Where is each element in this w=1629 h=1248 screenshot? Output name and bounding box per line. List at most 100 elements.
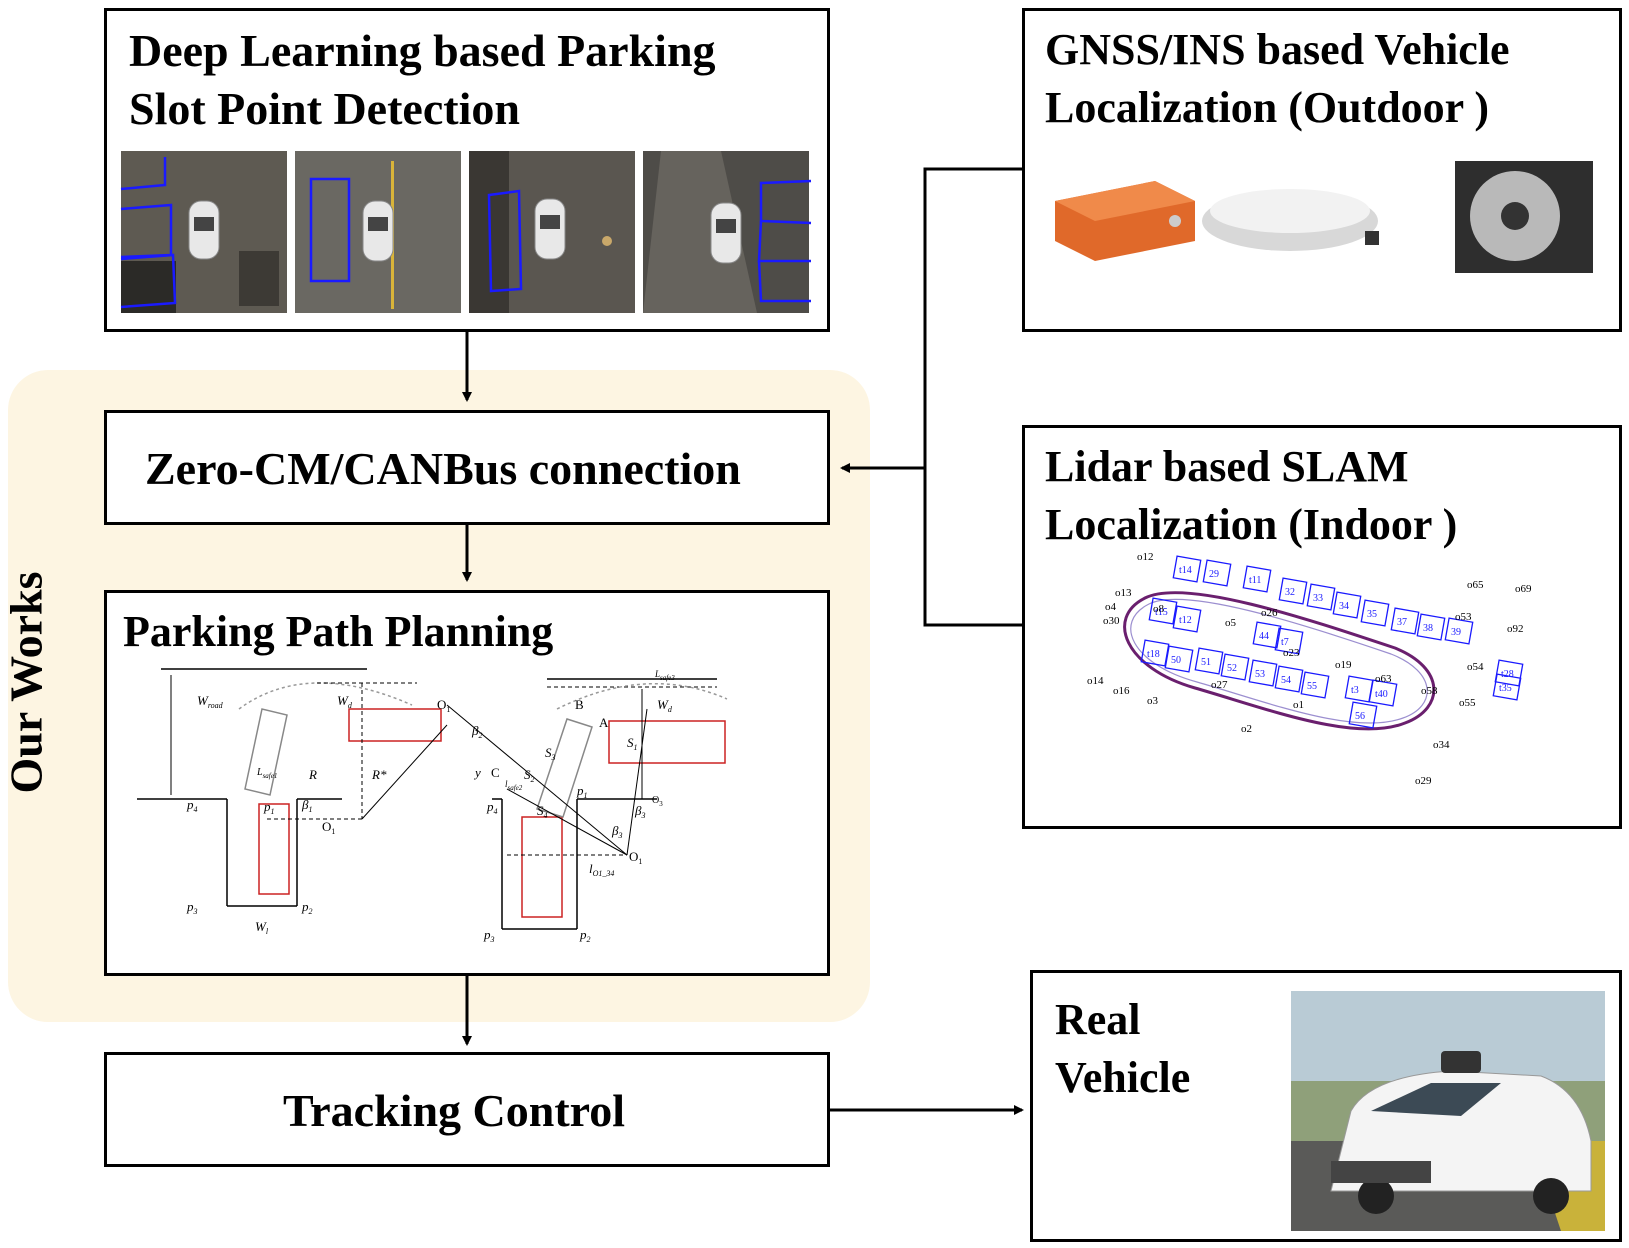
slam-point-label: o12 bbox=[1137, 551, 1154, 563]
slam-slot: 44 bbox=[1252, 621, 1282, 649]
slam-slot-label: 56 bbox=[1355, 711, 1365, 722]
slam-slot-label: 35 bbox=[1367, 609, 1377, 620]
slam-point-label: o4 bbox=[1105, 601, 1117, 613]
slam-slot: 37 bbox=[1390, 607, 1420, 635]
slam-slot: 54 bbox=[1274, 665, 1304, 693]
right-o3-label: O3 bbox=[652, 795, 663, 808]
slam-slot-label: 50 bbox=[1171, 655, 1181, 666]
slam-slot-label: t12 bbox=[1179, 615, 1192, 626]
right-beta3b-label: β3 bbox=[611, 823, 622, 840]
slam-point-label: o63 bbox=[1375, 673, 1392, 685]
slam-point-label: o29 bbox=[1415, 775, 1432, 787]
slam-point-label: o23 bbox=[1283, 647, 1300, 659]
slam-slot-label: 38 bbox=[1423, 623, 1433, 634]
left-o1-label: O1 bbox=[322, 819, 335, 836]
vehicle-photo bbox=[1291, 991, 1605, 1231]
left-planning-diagram bbox=[137, 668, 448, 907]
slam-point-label: o3 bbox=[1147, 695, 1159, 707]
gnss-box: GNSS/INS based Vehicle Localization (Out… bbox=[1022, 8, 1622, 332]
right-s2-label: S2 bbox=[524, 767, 535, 784]
slam-slot-label: 54 bbox=[1281, 675, 1291, 686]
slam-slot: 53 bbox=[1248, 659, 1278, 687]
slam-slot: 35 bbox=[1360, 599, 1390, 627]
right-s1-label: S1 bbox=[627, 735, 638, 752]
slam-slot-label: 32 bbox=[1285, 587, 1295, 598]
tracking-label: Tracking Control bbox=[283, 1085, 626, 1136]
line-gnss-branch bbox=[923, 167, 1022, 627]
slam-point-label: o65 bbox=[1467, 579, 1484, 591]
slam-point-label: o2 bbox=[1241, 723, 1252, 735]
detection-box: Deep Learning based Parking Slot Point D… bbox=[104, 8, 830, 332]
detection-title-line2: Slot Point Detection bbox=[129, 83, 520, 134]
slam-point-label: o53 bbox=[1455, 611, 1472, 623]
parking-slot-images bbox=[120, 151, 812, 313]
slam-slot-label: t15 bbox=[1155, 607, 1168, 618]
slam-slot: 38 bbox=[1416, 613, 1446, 641]
vehicle-box: Real Vehicle bbox=[1030, 970, 1622, 1242]
path-planning-diagrams: Wroad Wd R R* p4 p1 β1 Lsafe1 O1 p3 p2 W… bbox=[137, 668, 728, 944]
slam-slot: t7 bbox=[1274, 627, 1304, 655]
slam-slot-label: t7 bbox=[1281, 637, 1289, 648]
slam-slot-label: t28 bbox=[1501, 669, 1514, 680]
planning-title: Parking Path Planning bbox=[123, 607, 554, 656]
left-lsafe-label: Lsafe1 bbox=[256, 767, 277, 780]
slam-slot: 55 bbox=[1300, 671, 1330, 699]
left-beta1-label: β1 bbox=[301, 797, 312, 814]
left-wroad-label: Wroad bbox=[197, 693, 224, 710]
slam-slot-label: 37 bbox=[1397, 617, 1407, 628]
slam-point-label: o13 bbox=[1115, 587, 1132, 599]
left-p4-label: p4 bbox=[186, 797, 198, 814]
slam-point-label: o55 bbox=[1459, 697, 1476, 709]
slam-slot-label: t35 bbox=[1499, 683, 1512, 694]
slam-slot: 50 bbox=[1164, 645, 1194, 673]
gnss-hardware-images bbox=[1055, 161, 1593, 273]
slam-slot: t18 bbox=[1140, 639, 1170, 667]
right-o1-label: O1 bbox=[629, 849, 642, 866]
left-wd-label: Wd bbox=[337, 693, 353, 710]
lidar-title-line1: Lidar based SLAM bbox=[1045, 442, 1409, 491]
slam-slot: t40 bbox=[1368, 679, 1398, 707]
connection-box: Zero-CM/CANBus connection bbox=[104, 410, 830, 525]
right-a-label: A bbox=[599, 715, 609, 730]
slam-slot-label: 39 bbox=[1451, 627, 1461, 638]
slam-slot-label: 52 bbox=[1227, 663, 1237, 674]
right-p2-label: p2 bbox=[579, 927, 591, 944]
ins-unit-image bbox=[1055, 181, 1195, 261]
right-wd-label: Wd bbox=[657, 697, 673, 714]
left-rstar-label: R* bbox=[371, 767, 387, 782]
right-lo1-label: lO1_34 bbox=[589, 861, 614, 878]
right-y-label: y bbox=[473, 765, 481, 780]
lidar-title-line2: Localization (Indoor ) bbox=[1045, 500, 1458, 549]
slam-slot-label: 53 bbox=[1255, 669, 1265, 680]
slam-slot-label: 34 bbox=[1339, 601, 1349, 612]
right-lsafe2-label: lsafe2 bbox=[505, 779, 523, 792]
vehicle-title-line2: Vehicle bbox=[1055, 1053, 1191, 1102]
slam-point-label: o54 bbox=[1467, 661, 1484, 673]
gnss-title-line1: GNSS/INS based Vehicle bbox=[1045, 25, 1510, 74]
right-beta3a-label: β3 bbox=[634, 803, 645, 820]
slam-point-label: o1 bbox=[1293, 699, 1304, 711]
right-o1-top-label: O1 bbox=[437, 697, 450, 714]
right-p4-label: p4 bbox=[486, 799, 498, 816]
right-lsafe3-label: Lsafe3 bbox=[654, 669, 675, 682]
left-wl-label: Wl bbox=[255, 919, 269, 936]
slam-point-label: o26 bbox=[1261, 607, 1278, 619]
slam-point-label: o69 bbox=[1515, 583, 1532, 595]
right-b-label: B bbox=[575, 697, 584, 712]
slam-slot: t14 bbox=[1172, 555, 1202, 583]
slam-slot: t28 bbox=[1494, 659, 1524, 687]
right-p1-label: p1 bbox=[576, 783, 588, 800]
slam-slot-label: t40 bbox=[1375, 689, 1388, 700]
slam-slot: t3 bbox=[1344, 675, 1374, 703]
slam-slot: 32 bbox=[1278, 577, 1308, 605]
left-p3-label: p3 bbox=[186, 899, 198, 916]
vehicle-title-line1: Real bbox=[1055, 995, 1141, 1044]
slam-slot: 33 bbox=[1306, 583, 1336, 611]
slam-slot: t11 bbox=[1242, 565, 1272, 593]
slam-point-label: o27 bbox=[1211, 679, 1228, 691]
slot-image-3 bbox=[469, 151, 635, 313]
slam-point-label: o8 bbox=[1153, 603, 1165, 615]
slam-slot: 52 bbox=[1220, 653, 1250, 681]
